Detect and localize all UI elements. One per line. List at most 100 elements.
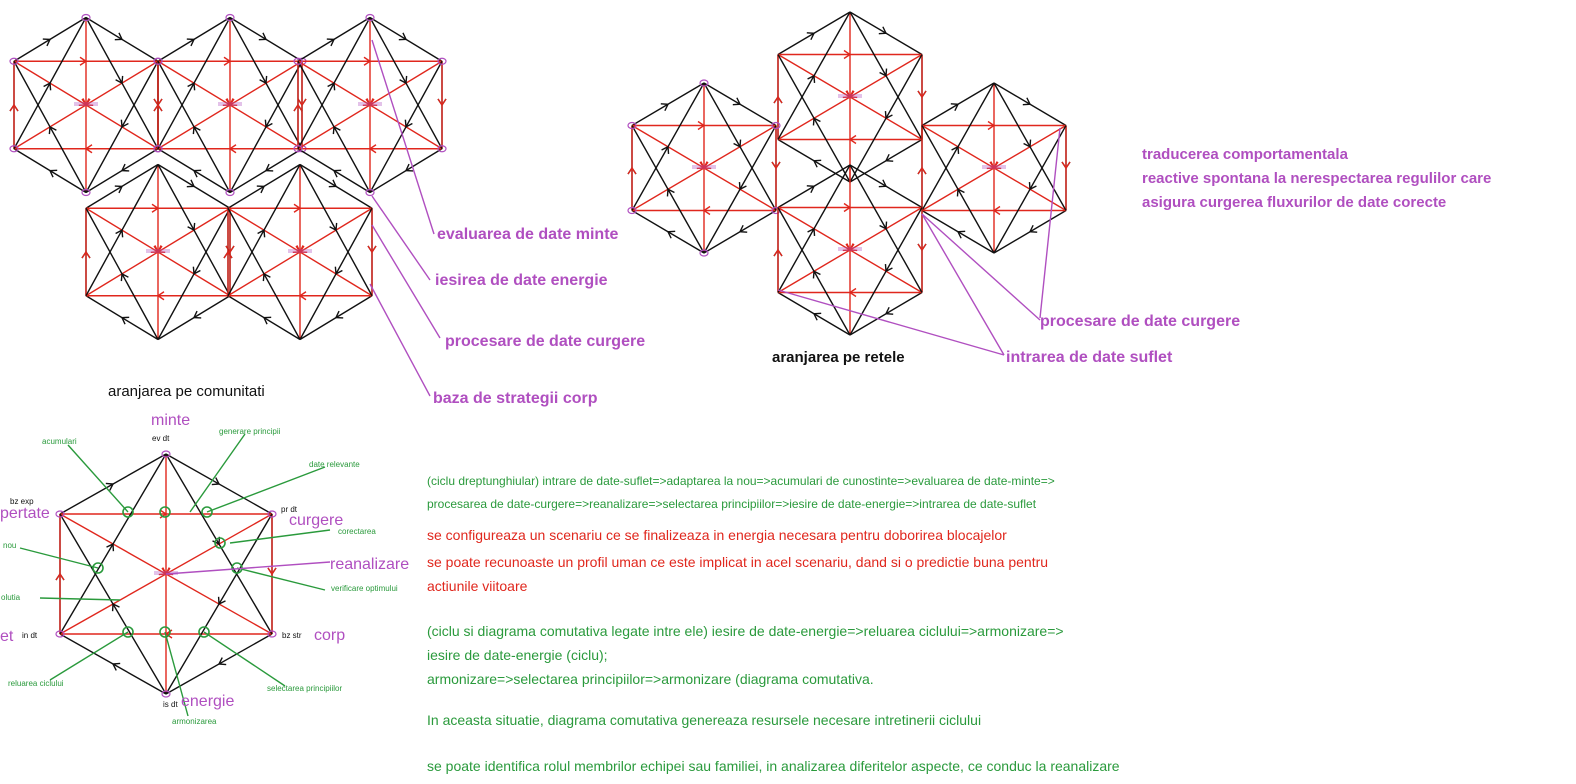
anno-armonizarea: armonizarea (172, 717, 217, 726)
hexagon-edge-arrowhead (660, 103, 670, 112)
annotation-leader-line (203, 631, 286, 687)
hexagon-edge-arrowhead (192, 310, 202, 319)
annotation-leader-line (67, 444, 129, 513)
hexagon-edge-arrowhead (258, 32, 268, 41)
hexagon-cell (773, 164, 927, 336)
green-line-2: iesire de date-energie (ciclu); (427, 647, 608, 663)
purple-node-marker (267, 630, 277, 638)
green-junction-marker (122, 626, 134, 638)
red-rectangle-edge-arrowhead (917, 243, 927, 252)
red-diagonal-arrowhead (298, 245, 308, 254)
purple-node-marker (225, 188, 235, 197)
black-inner-line-arrowhead (404, 119, 413, 128)
black-inner-line-arrowhead (956, 188, 965, 197)
annotation-leader-line (164, 631, 189, 717)
black-inner-line-arrowhead (812, 270, 821, 279)
green-junction-marker (159, 626, 171, 638)
network-hexagon-diagram (627, 11, 1071, 336)
hexagon-edge-arrowhead (738, 224, 748, 233)
anno-verificare-optimului: verificare optimului (331, 584, 398, 593)
reanalizare-leader-line (165, 561, 331, 575)
hexagon-edge-arrowhead (950, 103, 960, 112)
red-rectangle-edge-arrowhead (297, 98, 307, 107)
black-inner-line-arrowhead (807, 227, 816, 236)
purple-node-marker (81, 188, 91, 197)
black-inner-line-arrowhead (399, 75, 408, 85)
black-inner-line-arrowhead (115, 229, 124, 238)
black-inner-line-arrowhead (879, 68, 888, 77)
red-line-1: se configureaza un scenariu ce se finali… (427, 527, 1007, 543)
green-line-3: armonizare=>selectarea principiilor=>arm… (427, 671, 874, 687)
hexagon-edge-arrowhead (806, 185, 816, 194)
hexagon-edge-arrowhead (186, 179, 196, 188)
black-inner-line-arrowhead (187, 222, 196, 232)
hexagon-cell (223, 163, 377, 341)
red-rectangle-edge-arrowhead (81, 250, 91, 259)
callout-network-intrare-suflet: intrarea de date suflet (1006, 349, 1173, 366)
hexagon-edge-arrowhead (256, 185, 266, 194)
anno-olutia: olutia (1, 593, 21, 602)
black-inner-line-arrowhead (192, 125, 201, 135)
anno-corectarea: corectarea (338, 527, 376, 536)
node-in-dt: in dt (22, 631, 38, 640)
hexagon-edge-arrowhead (42, 38, 52, 47)
hexagon-edge-arrowhead (398, 32, 408, 41)
callout-leader-line (921, 213, 1005, 356)
red-diagonal-arrowhead (228, 98, 238, 107)
callout-leader-line (369, 283, 431, 397)
center-label-marker (218, 102, 242, 106)
purple-node-marker (161, 690, 171, 698)
anno-generare-principii: generare principii (219, 427, 281, 436)
red-rectangle-edge-arrowhead (9, 103, 19, 112)
black-inner-line-arrowhead (332, 125, 341, 135)
node-is-dt: is dt (163, 700, 178, 709)
black-inner-line-arrowhead (666, 188, 675, 197)
callout-leader-line (921, 213, 1041, 321)
annotation-leader-line (189, 433, 246, 513)
anno-reluarea-ciclului: reluarea ciclului (8, 679, 64, 688)
annotation-leader-line (206, 466, 326, 513)
black-inner-line-arrowhead (48, 125, 57, 135)
black-inner-line-arrowhead (1028, 182, 1037, 191)
purple-node-marker (699, 249, 709, 257)
node-et: et (0, 628, 14, 645)
hexagon-edge-arrowhead (812, 312, 822, 321)
purple-node-marker (437, 145, 447, 153)
black-inner-line-arrowhead (733, 139, 742, 148)
node-ev-dt: ev dt (152, 434, 170, 443)
rect-cycle-line-1: (ciclu dreptunghiular) intrare de date-s… (427, 474, 1055, 488)
center-label-marker (146, 249, 170, 253)
black-inner-line-arrowhead (884, 111, 893, 120)
hexagon-cell (9, 13, 163, 197)
hexagon-edge-arrowhead (217, 657, 227, 666)
hexagon-edge-arrowhead (1028, 224, 1038, 233)
black-inner-line-arrowhead (329, 222, 338, 232)
node-curgere: curgere (289, 512, 344, 529)
purple-node-marker (699, 79, 709, 87)
hexagon-edge-arrowhead (806, 32, 816, 41)
purple-node-marker (153, 57, 163, 65)
black-inner-line-arrowhead (115, 75, 124, 85)
network-caption: aranjarea pe retele (772, 349, 905, 366)
hexagon-cell (293, 13, 447, 197)
red-rectangle-edge-arrowhead (437, 98, 447, 107)
purple-node-marker (81, 13, 91, 22)
hexagon-edge-arrowhead (328, 179, 338, 188)
purple-node-marker (293, 57, 303, 65)
hexagon-edge-arrowhead (186, 38, 196, 47)
callout-leader-line (371, 195, 431, 281)
purple-node-marker (267, 510, 277, 518)
callout-lines (369, 39, 1061, 397)
red-diagonal-arrowhead (848, 243, 858, 252)
purple-node-marker (225, 13, 235, 22)
green-junction-marker (159, 506, 171, 518)
hexagon-edge-arrowhead (404, 163, 414, 172)
black-inner-line-arrowhead (259, 75, 268, 85)
red-rectangle-edge-arrowhead (917, 166, 927, 175)
hexagon-edge-arrowhead (120, 163, 130, 172)
hexagon-edge-arrowhead (120, 316, 130, 325)
hexagon-edge-arrowhead (48, 169, 58, 178)
red-rectangle-edge-arrowhead (367, 245, 377, 254)
purple-node-marker (161, 450, 171, 458)
black-inner-line-arrowhead (661, 145, 670, 154)
